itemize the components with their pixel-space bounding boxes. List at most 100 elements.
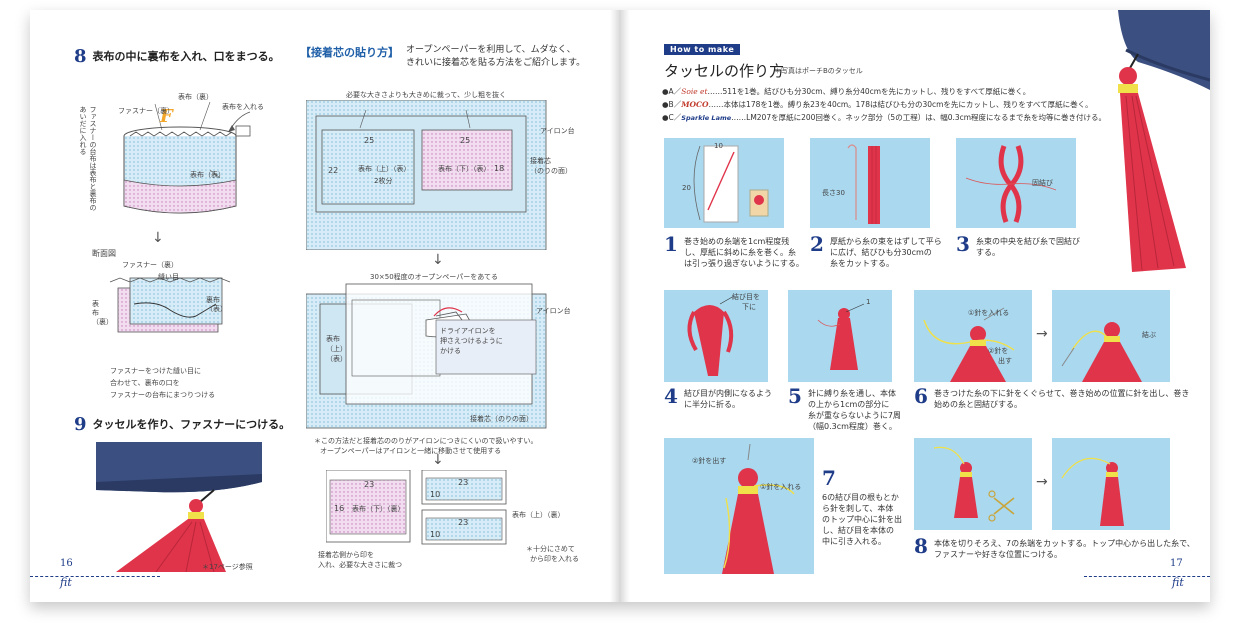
step3-drawing [965, 145, 1057, 223]
d1-glue-label: （のりの面） [530, 167, 572, 175]
step6-number: 6 [914, 384, 928, 408]
interfacing-note-1: ＊この方法だと接着芯ののりがアイロンにつきにくいので扱いやすい。 [314, 437, 538, 445]
step2-number: 2 [810, 232, 824, 256]
step2-caption: 厚紙から糸の束をはずして平ら に広げ、結びひも分30cmの 糸をカットする。 [830, 236, 942, 269]
step2-drawing [847, 144, 880, 224]
step8-drawing-b [1061, 457, 1124, 526]
d3-note-1: 接着芯側から印を [318, 551, 374, 559]
step5-line4: （幅0.3cm程度）巻く。 [808, 422, 897, 431]
book-gutter [610, 10, 630, 602]
step9-title: タッセルを作り、ファスナーにつける。 [92, 418, 291, 431]
d3-height-1: 16 [334, 504, 345, 513]
d1-piece1-label: 表布（上）（表） [358, 165, 411, 173]
step6-fig-c: 出す [998, 357, 1012, 365]
material-a: ●A／Soie et……511を1巻。結びひも分30cm、縛り糸分40cmを先に… [662, 86, 1030, 97]
interfacing-note-2: オープンペーパーはアイロンと一緒に移動させて使用する [320, 447, 502, 455]
step7-photo: ②針を出す ①針を入れる [664, 438, 814, 574]
interfacing-lead-2: きれいに接着芯を貼る方法をご紹介します。 [406, 58, 586, 68]
sec-note-2: 合わせて、裏布の口を [110, 379, 180, 387]
step6-line1: 巻きつけた糸の下に針をくぐらせて、巻き始めの位置に針を出し、巻き [934, 389, 1190, 398]
step1-line2: し、厚紙に斜めに糸を巻く。糸 [684, 248, 796, 257]
d1-width-2: 25 [460, 136, 471, 145]
step3-caption: 糸束の中央を結び糸で固結び する。 [976, 236, 1080, 258]
step8-caption: 本体を切りそろえ、7の糸端をカットする。トップ中心から出した糸で、 ファスナーや… [934, 538, 1195, 560]
material-a-brand: Soie et [681, 87, 708, 96]
step2-line3: 糸をカットする。 [830, 259, 894, 268]
step6-arrow: → [1036, 326, 1048, 342]
d2-dry-1: ドライアイロンを [440, 327, 496, 335]
step8-photo-a [914, 438, 1032, 530]
step5-caption: 針に縛り糸を通し、本体 の上から1cmの部分に 糸が重ならないように7周 （幅0… [808, 388, 901, 432]
d1-height-2: 18 [494, 164, 505, 173]
sec-note-3: ファスナーの台布にまつりつける [110, 391, 216, 399]
step5-line3: 糸が重ならないように7周 [808, 411, 901, 420]
tassel-subnote: ＊写真はポーチBのタッセル [774, 67, 863, 75]
how-to-make-badge: How to make [664, 44, 741, 55]
step1-caption: 巻き始めの糸端を1cm程度残 し、厚紙に斜めに糸を巻く。糸 は引っ張り過ぎないよ… [684, 236, 804, 269]
step2-fig-len: 長さ30 [822, 189, 845, 197]
step2-line1: 厚紙から糸の束をはずして平ら [830, 237, 942, 246]
material-b: ●B／MOCO……本体は178を1巻。縛り糸23を40cm。178は結びひも分の… [662, 99, 1093, 110]
step7-fig-a: ②針を出す [692, 457, 727, 465]
sec-label-fastener: ファスナー（裏） [122, 261, 178, 269]
d1-note: 必要な大きさよりも大きめに裁って、少し粗を抜く [346, 91, 507, 99]
interfacing-lead-1: オープンペーパーを利用して、ムダなく、 [406, 45, 576, 55]
step8-line2: ファスナーや好きな位置につける。 [934, 550, 1062, 559]
step7-line1: 6の結び目の根もとか [822, 493, 899, 502]
fig8-pouch-illustration [123, 101, 251, 214]
step6-fig-a: ①針を入れる [968, 309, 1010, 317]
step8-photo-b [1052, 438, 1170, 530]
material-b-mark: ●B／ [662, 100, 682, 109]
step9-number: 9 [74, 414, 87, 435]
step4-caption: 結び目が内側になるよう に半分に折る。 [684, 388, 772, 410]
folio-right: 17 [1170, 558, 1183, 569]
step1-photo: 10 20 [664, 138, 784, 228]
step7-drawing [722, 443, 795, 574]
step1-line3: は引っ張り過ぎないようにする。 [684, 259, 804, 268]
step4-number: 4 [664, 384, 678, 408]
step1-drawing [693, 145, 769, 223]
d2-piece-b-label: （上） [326, 345, 347, 353]
interfacing-arrow-1: ↓ [432, 252, 444, 268]
step6-caption: 巻きつけた糸の下に針をくぐらせて、巻き始めの位置に針を出し、巻き 始めの糸と固結… [934, 388, 1189, 410]
fig8-vertical-note: ファスナーの台布は表布と裏布のあいだに入れる [79, 106, 97, 211]
material-b-text: ……本体は178を1巻。縛り糸23を40cm。178は結びひも分の30cmを先に… [708, 100, 1093, 109]
d2-dry-3: かける [440, 347, 461, 355]
d1-width-1: 25 [364, 136, 375, 145]
step5-line1: 針に縛り糸を通し、本体 [808, 389, 896, 398]
step1-fig-20: 20 [682, 184, 691, 192]
step7-caption: 6の結び目の根もとか ら針を刺して、本体 のトップ中心に針を出 し、結び目を本体… [822, 492, 902, 547]
step4-photo: 結び目を 下に [664, 290, 768, 382]
fig8-down-arrow: ↓ [152, 230, 164, 246]
step3-fig-knot: 固結び [1032, 179, 1053, 187]
step4-line2: に半分に折る。 [684, 400, 740, 409]
step3-line1: 糸束の中央を結び糸で固結び [976, 237, 1080, 246]
d1-piece2-label: 表布（下）（表） [438, 165, 491, 173]
step2-line2: に広げ、結びひも分30cmの [830, 248, 932, 257]
d2-note: 30×50程度のオープンペーパーをあてる [370, 273, 499, 281]
material-c-brand: Sparkle Lame [681, 114, 732, 122]
d3-side-2: から印を入れる [530, 555, 579, 563]
brand-left: fit [60, 576, 72, 589]
interfacing-arrow-2: ↓ [432, 452, 444, 468]
d3-side-1: ＊十分にさめて [526, 545, 575, 553]
tassel-on-pouch-photo [96, 442, 262, 572]
step6-photo-a: ①針を入れる ②針を 出す [914, 290, 1032, 382]
d3-width-1: 23 [364, 480, 375, 489]
material-a-text: ……511を1巻。結びひも分30cm、縛り糸分40cmを先にカットし、残りをすべ… [707, 87, 1031, 96]
fig8-label-insert: 表布を入れる [222, 103, 264, 111]
interfacing-title: 【接着芯の貼り方】 [300, 46, 399, 59]
step5-fig-1: 1 [866, 298, 871, 306]
material-c: ●C／Sparkle Lame……LM207を厚紙に200回巻く。ネック部分（5… [662, 112, 1106, 123]
fig8-label-omote-face: 表布（表） [190, 171, 225, 179]
interfacing-diagram-2 [306, 283, 547, 429]
step8-number: 8 [74, 46, 87, 67]
step6-drawing-b [1061, 322, 1142, 382]
material-b-brand: MOCO [681, 100, 709, 109]
tassel-title: タッセルの作り方 [664, 62, 785, 80]
sec-label-omote: 表布（裏） [92, 300, 113, 326]
step2-photo: 長さ30 [810, 138, 930, 228]
photo-note: ＊17ページ参照 [202, 563, 253, 571]
step1-fig-10: 10 [714, 142, 723, 150]
